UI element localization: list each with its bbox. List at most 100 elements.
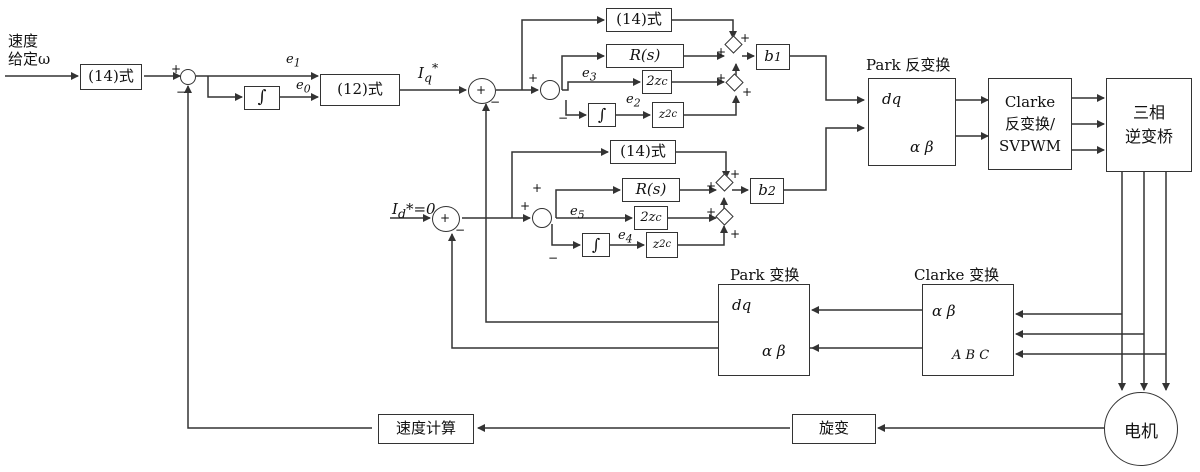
d-inner-plus: + xyxy=(520,199,531,213)
park-dq: dq xyxy=(732,296,752,314)
signal-e4: e4 xyxy=(618,228,633,246)
eq14-speed-block: (14)式 xyxy=(80,64,142,90)
speed-ref-line1: 速度 xyxy=(8,32,39,50)
clarke-block xyxy=(922,284,1014,376)
clarke-inv-line2: 反变换/ xyxy=(1004,115,1056,133)
eq12-block: (12)式 xyxy=(320,74,400,106)
q-inner-minus: − xyxy=(558,111,569,125)
b2-sub: 2 xyxy=(767,182,776,198)
clarke-inv-line1: Clarke xyxy=(1004,93,1056,111)
speed-sum-junction xyxy=(180,69,196,85)
e2-text: e xyxy=(626,92,634,107)
twozc-q-text: 2z xyxy=(646,73,662,89)
signal-e2: e2 xyxy=(626,92,641,110)
e4-text: e xyxy=(618,228,626,243)
e5-sub: 5 xyxy=(577,208,585,222)
zc2-d-text: z xyxy=(652,237,660,252)
q-sum-plus-top: + xyxy=(740,31,751,45)
iq-ref-sup: * xyxy=(431,60,439,75)
motor-label: 电机 xyxy=(1124,421,1158,442)
id-ref-val: *=0 xyxy=(405,200,436,218)
b2-text: b xyxy=(758,181,768,200)
clarke-title: Clarke 变换 xyxy=(914,266,1000,284)
d-top-plus: + xyxy=(532,181,543,195)
id-sum-minus: − xyxy=(455,223,466,237)
clarke-ab: α β xyxy=(932,302,956,320)
clarke-inverse-svpwm-block: Clarke 反变换/ SVPWM xyxy=(988,78,1072,170)
d-inner-minus: − xyxy=(548,251,559,265)
q-inner-sum xyxy=(540,80,560,100)
speed-calc-block: 速度计算 xyxy=(378,414,474,444)
eq14-q-block: (14)式 xyxy=(606,8,672,32)
Rs-q-block: R(s) xyxy=(606,44,684,68)
b1-text: b xyxy=(764,47,774,66)
e1-text: e xyxy=(286,52,294,67)
iq-ref-text: I xyxy=(418,64,424,82)
motor-circle: 电机 xyxy=(1104,392,1178,466)
inverter-line2: 逆变桥 xyxy=(1124,127,1173,146)
id-ref-text: I xyxy=(392,200,398,218)
iq-sum-minus: − xyxy=(490,95,501,109)
speed-sum-plus: + xyxy=(171,62,182,76)
eq14-d-block: (14)式 xyxy=(610,140,676,164)
e0-sub: 0 xyxy=(303,82,311,96)
q-inner-plus: + xyxy=(528,71,539,85)
park-title: Park 变换 xyxy=(730,266,800,284)
e1-sub: 1 xyxy=(293,56,301,70)
e0-text: e xyxy=(296,78,304,93)
iq-sum-junction xyxy=(468,78,496,104)
park-block xyxy=(718,284,810,376)
d-sum-plus-top: + xyxy=(730,167,741,181)
q-sum-plus-mid: + xyxy=(716,71,727,85)
inverse-park-title: Park 反变换 xyxy=(866,56,951,74)
zc2-q-sup: 2 xyxy=(665,109,672,121)
speed-sum-minus: − xyxy=(176,85,187,99)
signal-e1: e1 xyxy=(286,52,301,70)
q-sum-plus-low: + xyxy=(742,85,753,99)
zc2-q-sub: c xyxy=(671,109,678,121)
zc2-d-sub: c xyxy=(665,239,672,251)
d-sum-plus-mid: + xyxy=(706,205,717,219)
clarke-abc: A B C xyxy=(952,348,990,363)
Rs-d-block: R(s) xyxy=(622,178,680,202)
id-sum-junction xyxy=(432,206,460,232)
e2-sub: 2 xyxy=(633,96,641,110)
q-sum-plus-left: + xyxy=(716,45,727,59)
b1-sub: 1 xyxy=(773,48,782,64)
d-sum-plus-low: + xyxy=(730,227,741,241)
inverse-park-block xyxy=(868,78,956,166)
id-ref-sub: d xyxy=(397,206,406,221)
speed-ref-line2: 给定ω xyxy=(8,50,51,68)
park-ab: α β xyxy=(762,342,786,360)
id-sum-plus: + xyxy=(440,211,451,225)
d-inner-sum xyxy=(532,208,552,228)
integrator-q-block: ∫ xyxy=(588,103,616,127)
iq-ref-label: Iq* xyxy=(418,60,438,85)
resolver-block: 旋变 xyxy=(792,414,876,444)
inverse-park-dq: dq xyxy=(882,90,902,108)
e5-text: e xyxy=(570,204,578,219)
iq-ref-sub: q xyxy=(423,70,432,85)
iq-sum-plus: + xyxy=(476,83,487,97)
inverse-park-ab: α β xyxy=(910,138,934,156)
e4-sub: 4 xyxy=(625,232,633,246)
signal-e0: e0 xyxy=(296,78,311,96)
integrator-d-block: ∫ xyxy=(582,233,610,257)
signal-e3: e3 xyxy=(582,66,597,84)
d-sum-plus-left: + xyxy=(706,179,717,193)
inverter-line1: 三相 xyxy=(1132,103,1165,122)
speed-reference-label: 速度 给定ω xyxy=(8,32,50,68)
zc2-q-text: z xyxy=(658,107,666,122)
zc2-d-sup: 2 xyxy=(659,239,666,251)
twozc-d-sub: c xyxy=(655,210,662,224)
signal-e5: e5 xyxy=(570,204,585,222)
e3-text: e xyxy=(582,66,590,81)
twozc-q-sub: c xyxy=(661,74,668,88)
